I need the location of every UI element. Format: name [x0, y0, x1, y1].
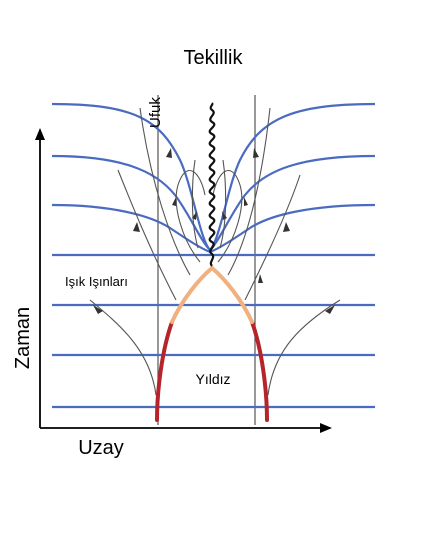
arrowhead — [192, 211, 197, 220]
arrowhead — [244, 197, 248, 206]
light-ray — [227, 107, 271, 276]
light-ray — [117, 169, 177, 301]
light-ray — [212, 170, 243, 263]
singularity-label: Tekillik — [184, 47, 244, 69]
star-label: Yıldız — [195, 371, 230, 387]
arrowhead — [222, 211, 227, 220]
light-ray — [89, 299, 157, 396]
time-axis-label: Zaman — [12, 307, 34, 369]
arrowhead — [325, 305, 335, 314]
arrowhead — [133, 222, 140, 232]
star-surface-right-outer — [250, 320, 269, 422]
light-ray — [244, 174, 301, 301]
star-surface-left-outer — [155, 320, 174, 422]
arrowhead — [93, 305, 103, 314]
light-ray — [219, 159, 227, 249]
space-axis-label: Uzay — [78, 437, 124, 459]
star-surface-right-collapse — [210, 266, 254, 324]
light-rays — [89, 107, 341, 396]
arrowhead — [166, 148, 172, 158]
light-ray — [191, 159, 199, 249]
light-ray — [175, 170, 206, 263]
star-surface-left-collapse — [170, 266, 214, 324]
horizon-label: Ufuk — [147, 97, 164, 128]
light-ray — [139, 107, 191, 276]
axes — [35, 128, 332, 433]
ray-arrowheads — [93, 148, 335, 314]
light-rays-label: Işık Işınları — [65, 274, 128, 289]
arrowhead — [172, 197, 176, 206]
arrowhead — [253, 148, 259, 158]
arrowhead — [283, 222, 290, 232]
star-surface — [155, 266, 269, 422]
light-ray — [267, 299, 341, 396]
arrowhead — [258, 274, 263, 283]
singularity-squiggle — [208, 102, 216, 267]
